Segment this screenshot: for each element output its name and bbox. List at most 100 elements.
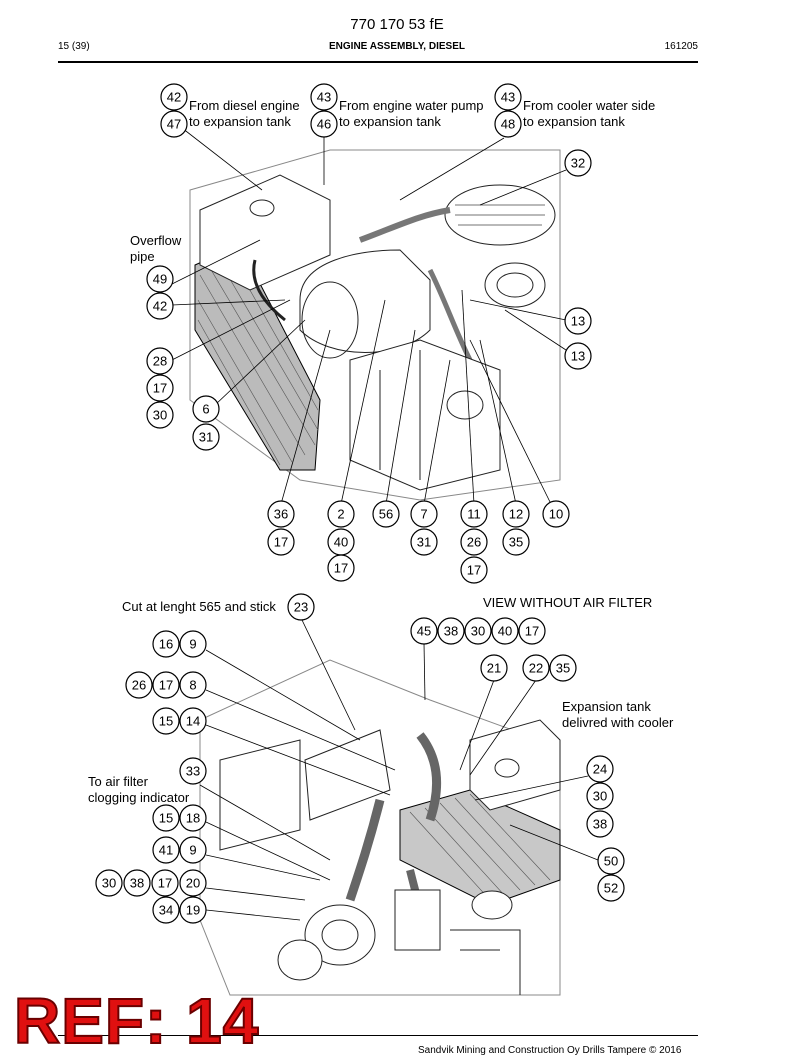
svg-text:48: 48: [501, 117, 515, 132]
callout-30: 30: [146, 401, 174, 429]
svg-text:15: 15: [159, 714, 173, 729]
callout-9: 9: [179, 630, 207, 658]
svg-text:16: 16: [159, 637, 173, 652]
svg-text:6: 6: [202, 402, 209, 417]
svg-text:36: 36: [274, 507, 288, 522]
callout-26: 26: [125, 671, 153, 699]
label-from-water-pump: From engine water pump to expansion tank: [339, 98, 484, 129]
callout-14: 14: [179, 707, 207, 735]
callout-16: 16: [152, 630, 180, 658]
callout-32: 32: [564, 149, 592, 177]
callout-42: 42: [160, 83, 188, 111]
callout-17: 17: [151, 869, 179, 897]
callout-41: 41: [152, 836, 180, 864]
callout-35: 35: [502, 528, 530, 556]
svg-text:13: 13: [571, 314, 585, 329]
label-from-cooler: From cooler water side to expansion tank: [523, 98, 656, 129]
document-date: 161205: [664, 41, 698, 52]
callout-23: 23: [287, 593, 315, 621]
svg-text:40: 40: [498, 624, 512, 639]
callout-36: 36: [267, 500, 295, 528]
svg-text:21: 21: [487, 661, 501, 676]
section-title: ENGINE ASSEMBLY, DIESEL: [329, 41, 465, 52]
svg-text:43: 43: [501, 90, 515, 105]
callout-50: 50: [597, 847, 625, 875]
svg-text:43: 43: [317, 90, 331, 105]
svg-text:34: 34: [159, 903, 173, 918]
callout-17: 17: [267, 528, 295, 556]
svg-text:17: 17: [159, 678, 173, 693]
callout-24: 24: [586, 755, 614, 783]
top-callouts: 42 47 43 46 43 48 32 49 42 13 13 28 17 3…: [146, 83, 592, 584]
callout-13: 13: [564, 342, 592, 370]
callout-30: 30: [95, 869, 123, 897]
svg-text:17: 17: [525, 624, 539, 639]
svg-text:31: 31: [417, 535, 431, 550]
svg-text:52: 52: [604, 881, 618, 896]
svg-text:35: 35: [509, 535, 523, 550]
callout-15: 15: [152, 804, 180, 832]
footer-copyright: Sandvik Mining and Construction Oy Drill…: [418, 1045, 682, 1056]
svg-text:17: 17: [153, 381, 167, 396]
svg-text:22: 22: [529, 661, 543, 676]
callout-45: 45: [410, 617, 438, 645]
svg-text:38: 38: [130, 876, 144, 891]
svg-text:8: 8: [189, 678, 196, 693]
callout-17: 17: [327, 554, 355, 582]
callout-19: 19: [179, 896, 207, 924]
callout-42: 42: [146, 292, 174, 320]
top-leader-lines: [167, 127, 567, 505]
svg-text:30: 30: [102, 876, 116, 891]
callout-31: 31: [192, 423, 220, 451]
svg-text:30: 30: [153, 408, 167, 423]
svg-text:17: 17: [467, 563, 481, 578]
callout-49: 49: [146, 265, 174, 293]
svg-text:9: 9: [189, 843, 196, 858]
callout-40: 40: [491, 617, 519, 645]
page-number: 15 (39): [58, 41, 90, 52]
svg-text:26: 26: [132, 678, 146, 693]
callout-7: 7: [410, 500, 438, 528]
svg-text:31: 31: [199, 430, 213, 445]
callout-33: 33: [179, 757, 207, 785]
callout-31: 31: [410, 528, 438, 556]
svg-text:42: 42: [153, 299, 167, 314]
svg-text:50: 50: [604, 854, 618, 869]
callout-20: 20: [179, 869, 207, 897]
svg-text:13: 13: [571, 349, 585, 364]
header-rule: [58, 61, 698, 63]
svg-text:46: 46: [317, 117, 331, 132]
svg-text:19: 19: [186, 903, 200, 918]
svg-text:30: 30: [471, 624, 485, 639]
callout-28: 28: [146, 347, 174, 375]
document-number: 770 170 53 fE: [350, 16, 444, 33]
callout-11: 11: [460, 500, 488, 528]
callout-26: 26: [460, 528, 488, 556]
svg-text:15: 15: [159, 811, 173, 826]
callout-38: 38: [123, 869, 151, 897]
svg-text:47: 47: [167, 117, 181, 132]
callout-17: 17: [460, 556, 488, 584]
callout-30: 30: [586, 782, 614, 810]
callout-38: 38: [437, 617, 465, 645]
svg-text:24: 24: [593, 762, 607, 777]
svg-text:10: 10: [549, 507, 563, 522]
footer-rule: [58, 1035, 698, 1036]
callout-38: 38: [586, 810, 614, 838]
svg-text:49: 49: [153, 272, 167, 287]
svg-text:17: 17: [274, 535, 288, 550]
callout-18: 18: [179, 804, 207, 832]
bottom-callouts: 23 45 38 30 40 17 16 9 21 22 35 26 17 8 …: [95, 593, 625, 924]
svg-text:26: 26: [467, 535, 481, 550]
callout-48: 48: [494, 110, 522, 138]
svg-text:45: 45: [417, 624, 431, 639]
label-expansion-tank: Expansion tank delivred with cooler: [562, 699, 674, 730]
svg-text:42: 42: [167, 90, 181, 105]
svg-text:17: 17: [158, 876, 172, 891]
callout-21: 21: [480, 654, 508, 682]
svg-text:30: 30: [593, 789, 607, 804]
svg-text:40: 40: [334, 535, 348, 550]
svg-text:18: 18: [186, 811, 200, 826]
svg-text:14: 14: [186, 714, 200, 729]
